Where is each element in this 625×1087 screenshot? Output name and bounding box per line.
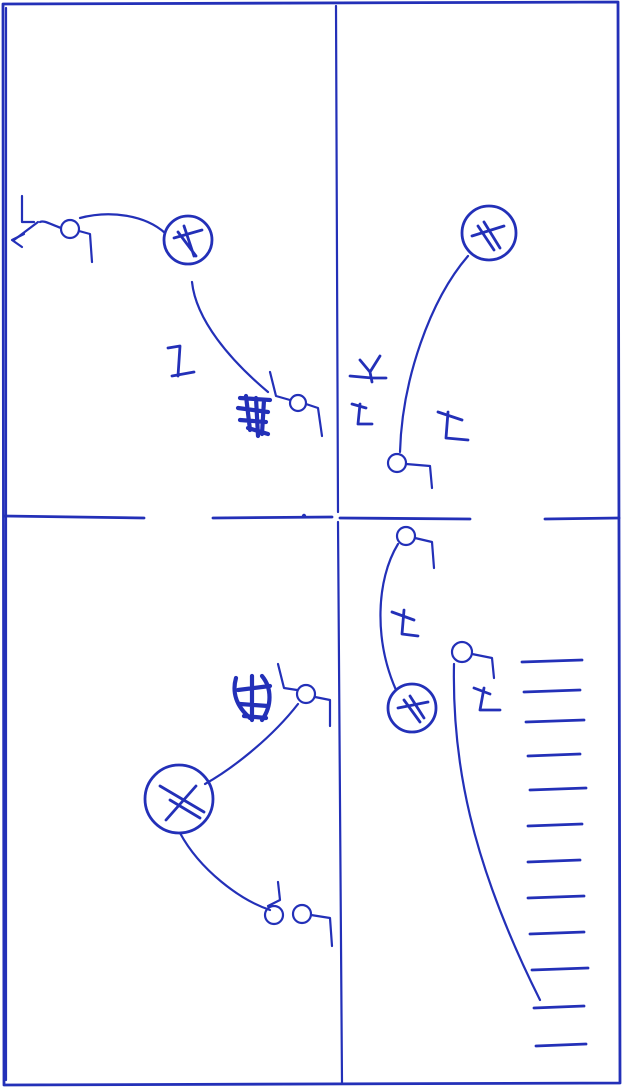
court-center-line [336,6,342,1083]
player-figure [278,664,330,726]
pass-path [180,833,270,910]
player-figure [452,642,494,678]
number-mark [438,412,468,440]
ink-layer [3,2,620,1085]
stripe-marks [522,660,588,1046]
court-midline-left [4,516,144,518]
ball-marker [462,206,516,260]
number-mark [474,688,500,710]
ball-marker [164,216,212,264]
cone-icon [350,356,386,382]
court-midline-right [340,518,470,519]
number-mark [352,404,372,424]
pass-path [192,282,268,392]
center-dot [302,514,306,518]
bottom-left-drill [145,664,332,946]
ball-marker [388,684,436,732]
bottom-right-drill [380,527,588,1046]
top-left-drill [12,196,322,436]
bench-icon [235,676,270,720]
number-mark [392,610,418,636]
player-figure [265,882,332,946]
ball-marker [145,765,213,833]
court-midline-far-right [545,518,619,519]
dribble-path [454,664,540,1000]
arrow-left-icon [12,234,24,247]
run-path [80,214,165,233]
bench-icon [238,396,270,436]
court-midline-center [213,517,332,518]
player-figure [388,454,432,488]
court-outline [3,2,620,1085]
court-frame [3,2,620,1085]
top-right-drill [350,206,516,488]
player-figure [397,527,434,568]
pass-path [400,256,468,452]
player-figure [14,196,92,262]
number-mark [168,346,194,376]
run-path [380,544,398,690]
player-figure [270,372,322,436]
